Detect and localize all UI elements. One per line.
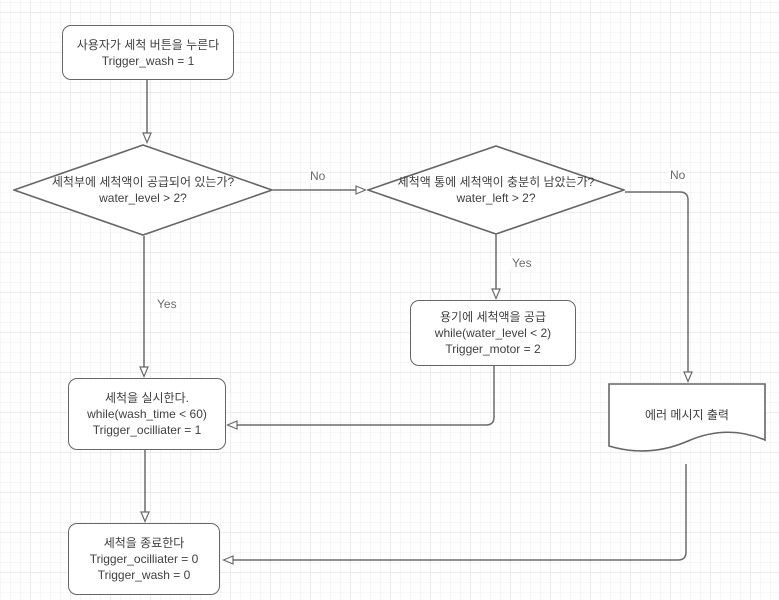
node-supply-line-1: 용기에 세척액을 공급 <box>439 310 547 324</box>
node-start[interactable]: 사용자가 세척 버튼을 누른다 Trigger_wash = 1 <box>62 25 234 80</box>
node-wash-line-2: while(wash_time < 60) <box>87 407 207 421</box>
node-check-tank-line-1: 세척액 통에 세척액이 충분히 남았는가? <box>397 175 595 189</box>
edge-supply-to-wash <box>228 366 495 425</box>
node-check-supply-line-1: 세척부에 세척액이 공급되어 있는가? <box>51 175 235 189</box>
node-check-tank[interactable]: 세척액 통에 세척액이 충분히 남았는가? water_left > 2? <box>367 145 625 235</box>
edge-label-no-check-tank: No <box>668 168 688 182</box>
edge-label-yes-check-supply: Yes <box>155 297 179 311</box>
node-start-line-1: 사용자가 세척 버튼을 누른다 <box>76 37 220 52</box>
node-error-doc-line-1: 에러 메시지 출력 <box>645 408 729 422</box>
node-check-supply-line-2: water_level > 2? <box>99 191 187 205</box>
document-shape <box>608 383 766 452</box>
diamond-shape <box>367 145 625 235</box>
node-end-line-1: 세척을 종료한다 <box>103 536 185 550</box>
node-end-line-2: Trigger_ocilliater = 0 <box>89 552 199 566</box>
node-error-doc[interactable]: 에러 메시지 출력 <box>608 383 766 465</box>
node-end[interactable]: 세척을 종료한다 Trigger_ocilliater = 0 Trigger_… <box>68 523 220 595</box>
node-supply-line-3: Trigger_motor = 2 <box>445 342 541 356</box>
edge-label-yes-check-tank: Yes <box>510 256 534 270</box>
edge-error-doc-to-end <box>224 464 687 560</box>
diamond-shape <box>13 144 273 236</box>
node-check-supply[interactable]: 세척부에 세척액이 공급되어 있는가? water_level > 2? <box>13 144 273 236</box>
node-wash-line-1: 세척을 실시한다. <box>105 391 189 405</box>
node-supply[interactable]: 용기에 세척액을 공급 while(water_level < 2) Trigg… <box>410 300 576 366</box>
node-end-line-3: Trigger_wash = 0 <box>97 568 191 582</box>
edge-label-no-check-supply: No <box>308 169 328 183</box>
edge-check-tank-to-error-doc <box>625 191 688 381</box>
node-wash[interactable]: 세척을 실시한다. while(wash_time < 60) Trigger_… <box>68 378 226 450</box>
node-check-tank-line-2: water_left > 2? <box>456 191 536 205</box>
node-start-line-2: Trigger_wash = 1 <box>101 53 195 68</box>
node-supply-line-2: while(water_level < 2) <box>434 326 552 340</box>
node-wash-line-3: Trigger_ocilliater = 1 <box>92 423 202 437</box>
